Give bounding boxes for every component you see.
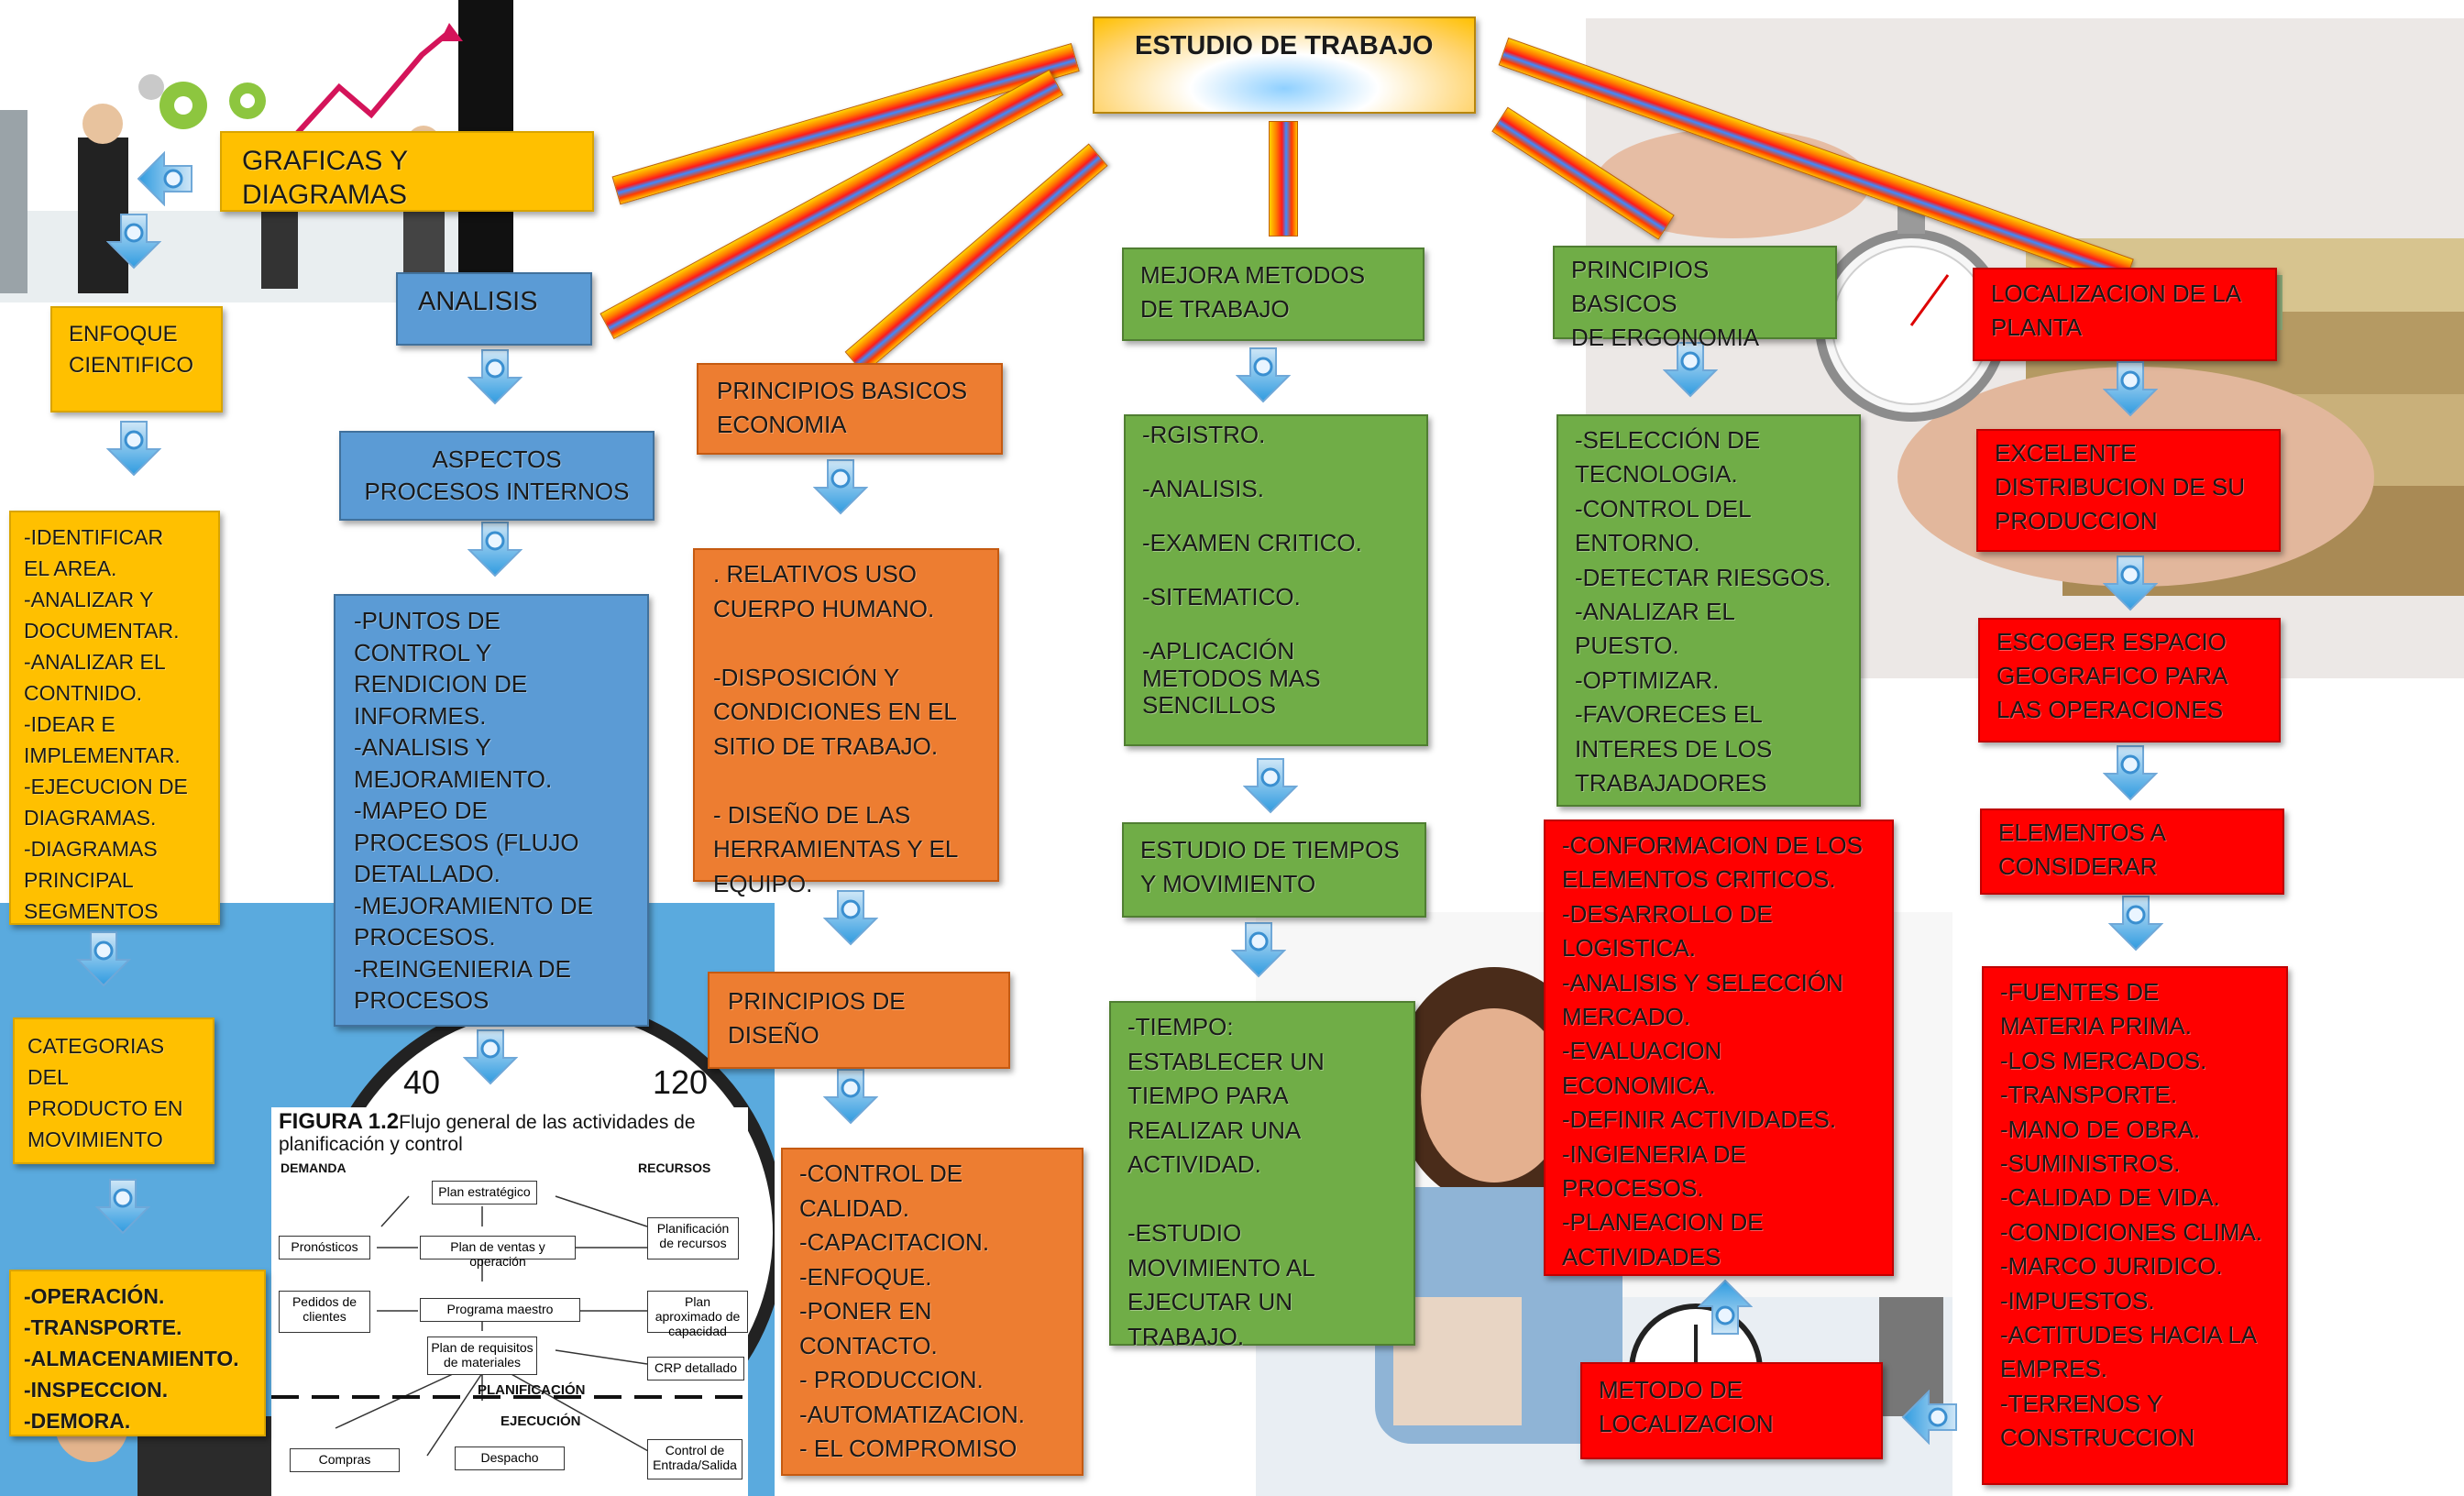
clock-number-40: 40 xyxy=(403,1063,441,1101)
arrow-down-icon xyxy=(2103,555,2158,611)
arrow-down-icon xyxy=(2103,360,2158,417)
arrow-down-icon xyxy=(468,521,522,578)
localizacion-criterios-node: -CONFORMACION DE LOS ELEMENTOS CRITICOS.… xyxy=(1544,820,1894,1276)
arrow-down-icon xyxy=(823,1068,878,1125)
figure-plan-estrategico: Plan estratégico xyxy=(432,1181,537,1204)
graficas-diagramas-node: GRAFICAS Y DIAGRAMAS xyxy=(220,131,594,212)
arrow-down-icon xyxy=(2108,895,2163,952)
arrow-down-icon xyxy=(106,420,161,477)
figure-recursos-label: RECURSOS xyxy=(638,1160,711,1175)
figure-planificacion-label: PLANIFICACIÓN xyxy=(478,1382,586,1398)
arrow-down-icon xyxy=(463,1028,518,1085)
elementos-considerar-node: ELEMENTOS A CONSIDERAR xyxy=(1980,808,2284,895)
distribucion-node: EXCELENTE DISTRIBUCION DE SU PRODUCCION xyxy=(1976,429,2281,552)
arrow-left-icon xyxy=(137,151,193,206)
arrow-down-icon xyxy=(823,889,878,946)
espacio-geografico-node: ESCOGER ESPACIO GEOGRAFICO PARA LAS OPER… xyxy=(1978,618,2281,742)
figure-control: Control de Entrada/Salida xyxy=(647,1439,742,1480)
arrow-down-icon xyxy=(1243,757,1298,814)
figure-crp: CRP detallado xyxy=(647,1357,744,1380)
categorias-node: CATEGORIAS DEL PRODUCTO EN MOVIMIENTO xyxy=(13,1018,214,1164)
arrow-down-icon xyxy=(813,458,868,515)
figure-pronosticos: Pronósticos xyxy=(279,1236,370,1260)
clock-number-120: 120 xyxy=(653,1063,709,1101)
ergonomia-node: PRINCIPIOS BASICOS DE ERGONOMIA xyxy=(1553,246,1837,351)
figure-demanda-label: DEMANDA xyxy=(280,1160,346,1175)
analisis-node: ANALISIS xyxy=(396,272,592,346)
figure-plan-recursos: Planificación de recursos xyxy=(647,1217,739,1260)
principios-diseno-node: PRINCIPIOS DE DISEÑO xyxy=(708,972,1010,1069)
figure-programa-maestro: Programa maestro xyxy=(420,1298,580,1322)
arrow-down-icon xyxy=(1231,921,1286,978)
arrow-down-icon xyxy=(468,348,522,405)
figure-compras: Compras xyxy=(290,1448,400,1472)
aspectos-procesos-node: ASPECTOS PROCESOS INTERNOS xyxy=(339,431,654,521)
root-node: ESTUDIO DE TRABAJO xyxy=(1093,16,1476,114)
arrow-left-icon xyxy=(1901,1390,1958,1445)
graficas-steps-node: -IDENTIFICAR EL AREA. -ANALIZAR Y DOCUME… xyxy=(9,511,220,925)
connector-to-analisis xyxy=(600,69,1064,340)
movimiento-types-node: -OPERACIÓN. -TRANSPORTE. -ALMACENAMIENTO… xyxy=(9,1270,266,1436)
arrow-down-icon xyxy=(1236,346,1291,403)
diseno-details-node: -CONTROL DE CALIDAD. -CAPACITACION. -ENF… xyxy=(781,1148,1084,1476)
tiempos-details-node: -TIEMPO: ESTABLECER UN TIEMPO PARA REALI… xyxy=(1109,1001,1415,1350)
elementos-details-node: -FUENTES DE MATERIA PRIMA. -LOS MERCADOS… xyxy=(1982,966,2288,1485)
figure-title: Flujo general de las actividades de plan… xyxy=(279,1112,696,1155)
metodos-details-node: -RGISTRO. -ANALISIS. -EXAMEN CRITICO. -S… xyxy=(1124,414,1428,746)
connector-to-metodos xyxy=(1269,121,1298,236)
figure-plan-ventas: Plan de ventas y operación xyxy=(420,1236,576,1269)
tiempos-movimiento-node: ESTUDIO DE TIEMPOS Y MOVIMIENTO xyxy=(1122,822,1426,918)
localizacion-planta-node: LOCALIZACION DE LA PLANTA xyxy=(1973,268,2277,361)
metodo-localizacion-node: METODO DE LOCALIZACION xyxy=(1580,1362,1883,1459)
figure-plan-requisitos: Plan de requisitos de materiales xyxy=(427,1336,537,1375)
enfoque-cientifico-node: ENFOQUE CIENTIFICO xyxy=(50,306,223,412)
figure-ejecucion-label: EJECUCIÓN xyxy=(500,1414,581,1429)
ergonomia-details-node: -SELECCIÓN DE TECNOLOGIA. -CONTROL DEL E… xyxy=(1556,414,1861,807)
arrow-down-icon xyxy=(95,1178,150,1235)
mejora-metodos-node: MEJORA METODOS DE TRABAJO xyxy=(1122,248,1424,341)
economia-details-node: . RELATIVOS USO CUERPO HUMANO. -DISPOSIC… xyxy=(693,548,999,897)
figure-despacho: Despacho xyxy=(455,1446,565,1470)
analisis-details-node: -PUNTOS DE CONTROL Y RENDICION DE INFORM… xyxy=(334,594,649,1027)
economia-node: PRINCIPIOS BASICOS ECONOMIA xyxy=(697,363,1003,455)
arrow-up-icon xyxy=(1698,1279,1753,1336)
figure-pedidos: Pedidos de clientes xyxy=(279,1291,370,1333)
arrow-down-icon xyxy=(106,213,161,270)
arrow-down-icon xyxy=(76,930,131,987)
figure-title-bold: FIGURA 1.2 xyxy=(279,1109,400,1134)
arrow-down-icon xyxy=(2103,744,2158,801)
figure-plan-aprox: Plan aproximado de capacidad xyxy=(647,1291,748,1338)
planning-flowchart-figure: FIGURA 1.2Flujo general de las actividad… xyxy=(271,1107,748,1496)
